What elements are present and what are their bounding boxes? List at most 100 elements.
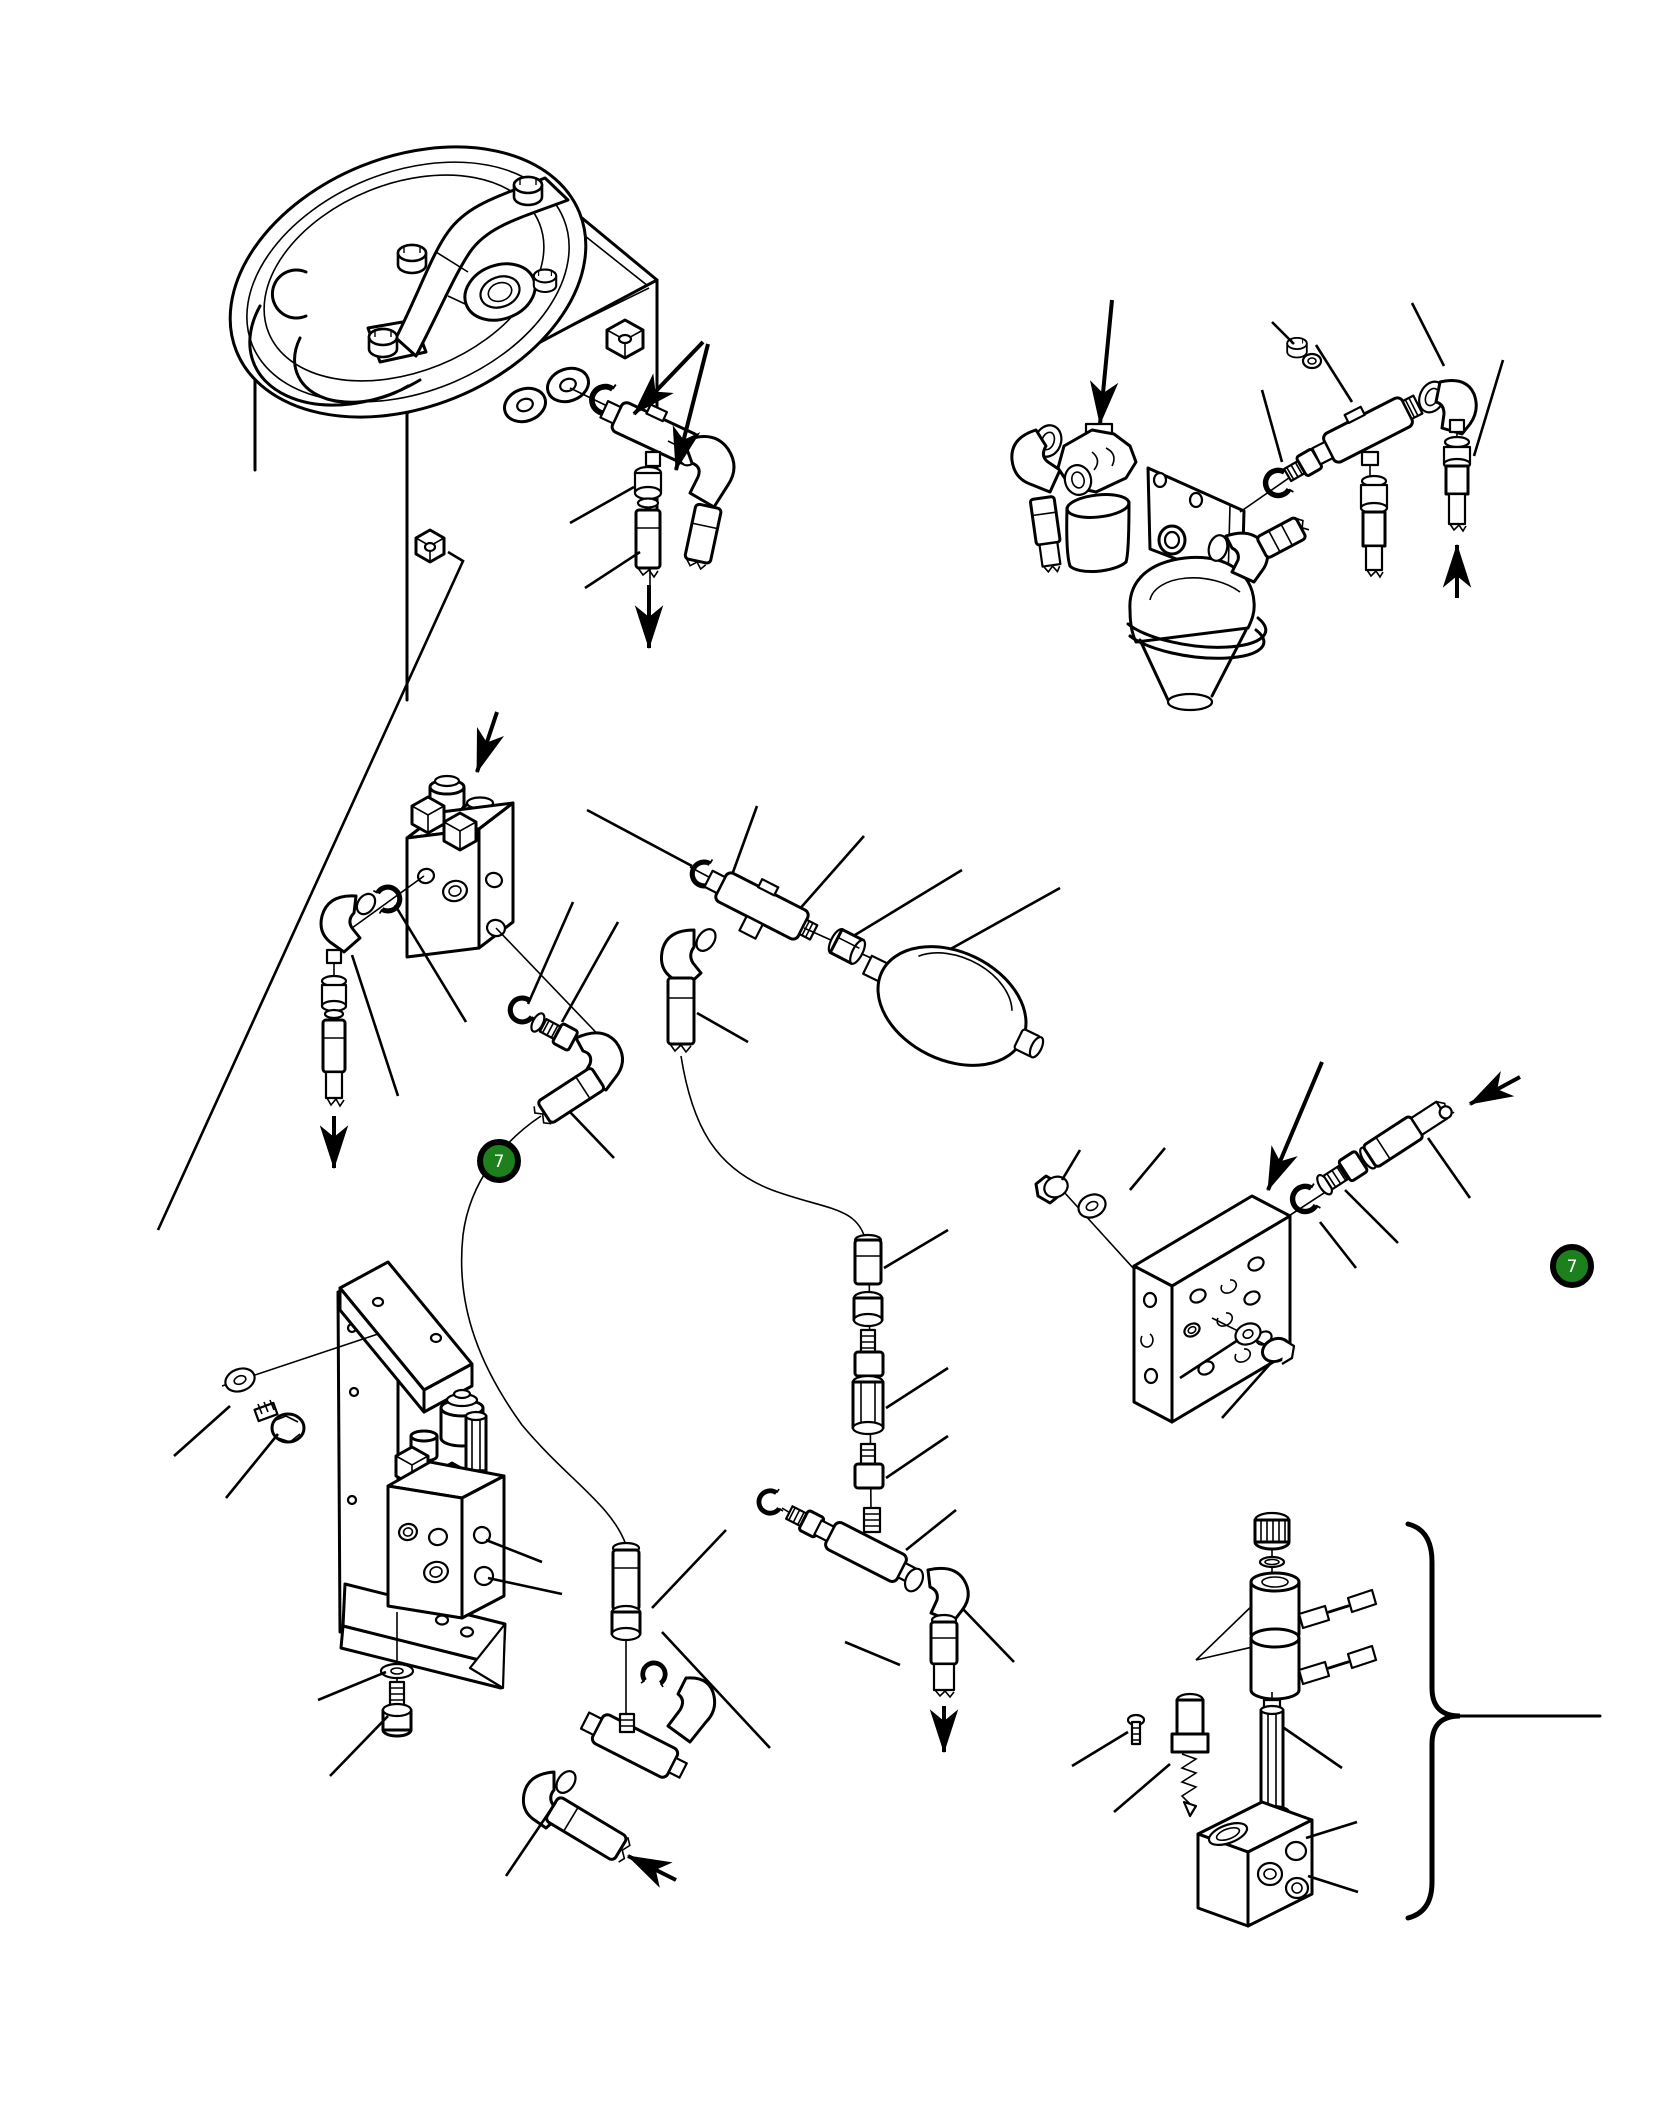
leader-line [485,1538,543,1564]
solenoid-valve-exploded [1071,1511,1602,1928]
leader-line [789,835,865,921]
badge-circle[interactable] [477,1139,521,1183]
leader-line [661,1631,771,1749]
leader-line [1113,1763,1171,1813]
leader-line [1129,1147,1166,1191]
leader-line [156,550,465,1231]
leader-line [1060,1149,1082,1181]
part-callout-badge[interactable]: 7 [1550,1244,1594,1288]
fitting-stack [851,1228,957,1552]
filter-head [1056,422,1138,496]
grouping-brace [1405,1521,1602,1921]
screw [1126,1713,1146,1746]
tee-top-stud [618,1712,636,1734]
part-callout-badge[interactable]: 7 [477,1139,521,1183]
leader-line [317,1670,387,1702]
leader-line [1271,321,1295,345]
hydraulic-tank-assembly [156,145,736,1231]
hose-end [1442,435,1472,533]
leader-line [569,1111,615,1159]
leader-line [1071,1730,1129,1768]
elbow-hose-fitting [1207,516,1310,584]
valve-mounting-bracket [173,1260,563,1777]
leader-line [885,1434,949,1480]
flange-bolt [396,243,428,275]
axis-line [495,927,611,1048]
elbow-hose-fitting [660,928,717,1054]
solenoid-coil [1249,1571,1378,1645]
leader-line [1179,1338,1239,1380]
install-arrow [1266,1061,1324,1192]
hose-end [610,1541,642,1642]
leader-line [844,1640,901,1667]
leader-line [885,1366,949,1410]
leader-line [883,1228,949,1270]
leader-line [350,954,400,1097]
stud-fitting [1283,448,1323,483]
tank-grommet [541,361,595,409]
tank-grommet [498,381,552,429]
hose-end [853,1233,883,1286]
hex-bolt [381,1680,413,1738]
elbow-hose-fitting [533,1031,624,1125]
elbow-hose-fitting [1010,424,1063,574]
elbow-hose-fitting [903,1566,970,1699]
leader-line [526,901,575,1005]
plug [1034,1174,1069,1205]
hose-line [680,1055,867,1243]
leader-line [1283,1726,1343,1770]
leader-line [1472,359,1505,457]
leader-line [1318,1221,1358,1269]
accumulator [862,945,1045,1067]
tee-fitting [703,869,819,941]
snap-ring [757,1489,783,1515]
manifold-block-assembly [1034,1061,1521,1424]
flange-bolt [512,175,544,207]
axis-line [1063,1191,1145,1281]
plug [1260,1336,1296,1365]
stud-fitting [785,1505,826,1539]
snap-ring [641,1661,667,1687]
accumulator-dome [1126,555,1268,712]
tee-fitting [579,1711,688,1779]
flow-arrow [626,1854,677,1888]
leader-line [937,886,1061,958]
tank-boss [605,318,645,360]
badge-label: 7 [494,1152,505,1172]
leader-line [905,1508,957,1552]
block-ports [397,1522,495,1587]
tee-accumulator-assembly [586,805,1061,1243]
filter-bowl [1065,493,1131,574]
leader-line [393,904,468,1023]
leader-line [504,1801,558,1877]
pump-flange [228,145,588,419]
leader-line [1221,1363,1271,1419]
o-ring [1258,1555,1286,1569]
tee-fitting [1311,394,1424,466]
elbow-fitting [1418,379,1478,440]
snap-ring [508,996,535,1024]
stud-fitting [853,1442,885,1490]
axis-line [351,875,425,929]
leader-line [1314,344,1354,403]
stud-fitting [1316,1150,1369,1196]
hex-bolt [253,1399,306,1444]
washer [224,1367,256,1393]
tee-top-stud [862,1506,882,1534]
hex-nut [852,1290,884,1328]
install-arrow [632,340,705,416]
leader-line [1426,1137,1472,1199]
leader-line [1344,1189,1399,1244]
leader-line [651,1529,727,1609]
badge-circle[interactable] [1550,1244,1594,1288]
small-washer [1301,352,1323,370]
pump-port-boss [435,251,537,322]
leader-line [560,921,620,1023]
leader-line [586,808,693,868]
install-arrow [1089,299,1119,426]
tank-boss [414,528,446,564]
solenoid-cylinder [409,1388,485,1463]
install-arrow [475,711,505,774]
